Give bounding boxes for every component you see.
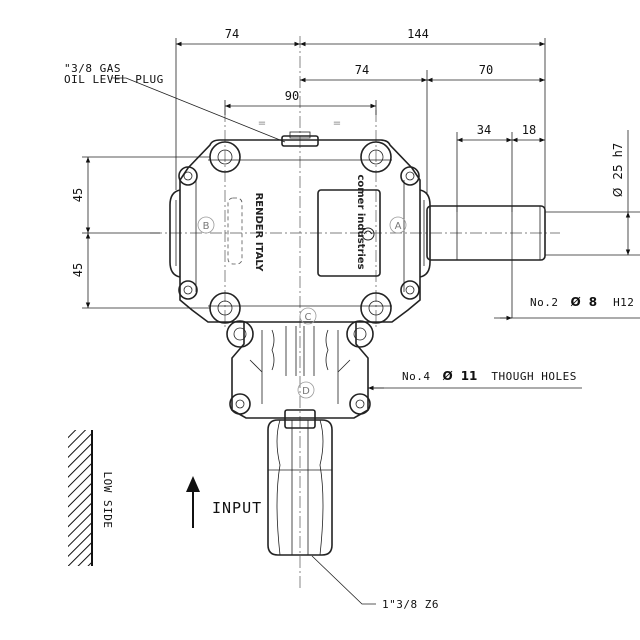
face-label-c: C (299, 307, 317, 325)
face-label-b-text: B (203, 221, 210, 232)
face-label-c-text: C (305, 312, 312, 323)
through-prefix: No.4 (402, 370, 431, 383)
equal-mark-left: = (258, 118, 266, 129)
face-label-b: B (197, 216, 215, 234)
oil-plug-leader (112, 77, 286, 143)
oil-plug-note-line2: OIL LEVEL PLUG (64, 73, 164, 86)
low-side-label: LOW SIDE (101, 472, 114, 529)
corner-bolts (178, 141, 420, 324)
shaft-dia-value: 25 (611, 164, 625, 179)
holes-prefix: No.2 (530, 296, 559, 309)
through-holes-note: No.4 Ø 11 THOUGH HOLES (402, 367, 577, 384)
input-label: INPUT (212, 499, 262, 517)
face-label-d: D (297, 381, 315, 399)
holes-dia-symbol: Ø (571, 295, 581, 309)
through-dia-value: 11 (461, 369, 478, 383)
dim-74-left: 74 (225, 27, 239, 41)
svg-text:Ø 25 h7: Ø 25 h7 (609, 143, 626, 197)
face-label-d-text: D (302, 386, 310, 397)
shaft-dia-tolerance: h7 (611, 143, 625, 157)
dim-74-right: 74 (355, 63, 369, 77)
dim-144: 144 (407, 27, 429, 41)
input-arrow-icon (186, 476, 200, 528)
low-side-ground-hatch (68, 430, 93, 566)
brand-logo-icon (361, 227, 375, 241)
holes-tolerance: H12 (613, 296, 634, 309)
shaft-diameter-label: Ø 25 h7 (609, 143, 626, 197)
oil-plug-note-line1: "3/8 GAS (64, 62, 121, 75)
dim-45-bottom: 45 (71, 263, 85, 277)
equal-mark-right: = (333, 118, 341, 129)
output-shaft (426, 205, 546, 261)
through-text: THOUGH HOLES (491, 370, 576, 383)
spline-note: 1"3/8 Z6 (382, 598, 439, 611)
face-label-a-text: A (395, 221, 402, 232)
dim-18: 18 (522, 123, 536, 137)
dim-70: 70 (479, 63, 493, 77)
holes-note: No.2 Ø 8 H12 (530, 293, 634, 310)
cast-brand-text: RENDER ITALY (253, 193, 264, 273)
face-label-a: A (389, 216, 407, 234)
brand-name-text: comer industries (355, 174, 366, 269)
gearbox-housing (169, 131, 431, 323)
dim-34: 34 (477, 123, 491, 137)
dim-45-top: 45 (71, 188, 85, 202)
through-dia-symbol: Ø (443, 369, 453, 383)
shaft-dia-symbol: Ø (611, 188, 625, 197)
holes-dia-value: 8 (589, 295, 597, 309)
dim-90: 90 (285, 89, 299, 103)
lower-housing (226, 320, 374, 419)
spline-note-leader (311, 555, 376, 605)
input-spline-shaft (267, 409, 333, 556)
dimension-lines (85, 41, 631, 308)
